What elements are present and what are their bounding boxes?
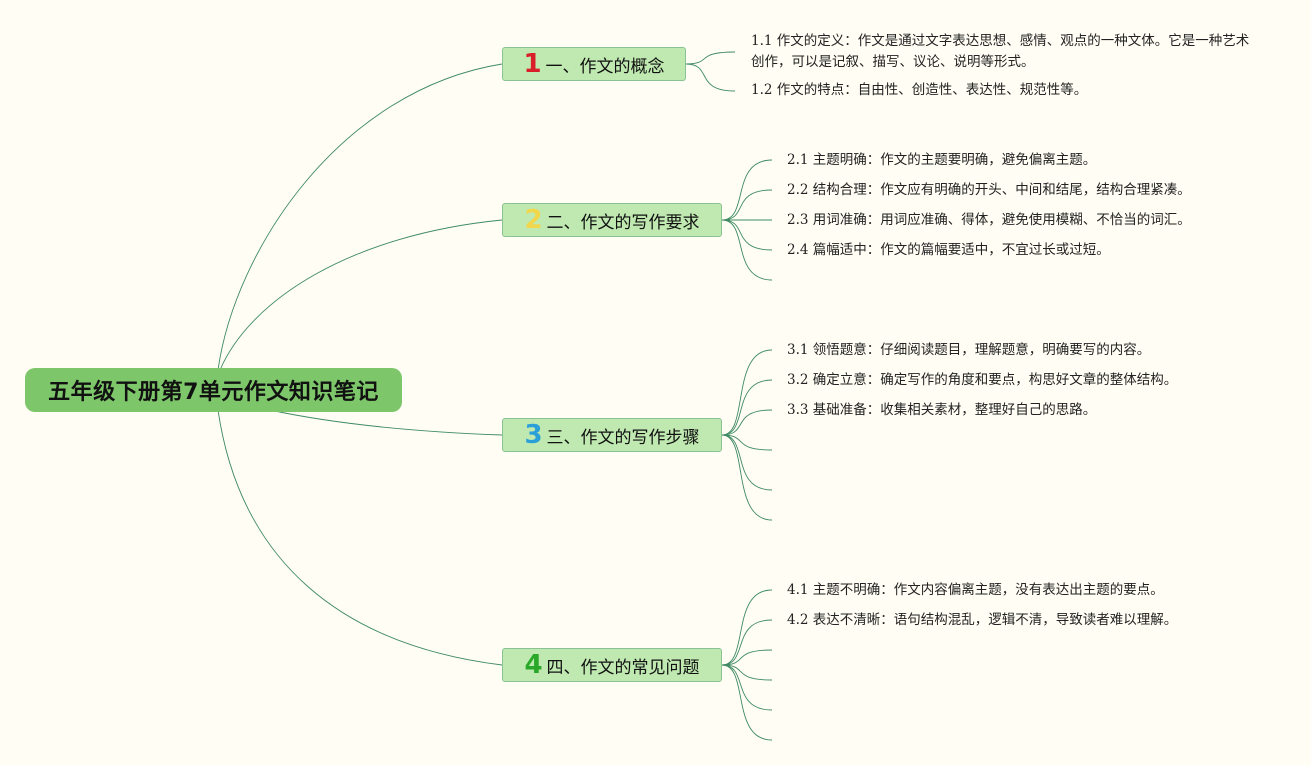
leaf-link-3-2 [721, 379, 773, 436]
leaf-link-3-5 [721, 434, 773, 491]
leaf-2-3[interactable]: 2.3 用词准确：用词应准确、得体，避免使用模糊、不恰当的词汇。 [787, 212, 1191, 228]
number-2-icon: 2 [524, 205, 543, 235]
leaf-2-4[interactable]: 2.4 篇幅适中：作文的篇幅要适中，不宜过长或过短。 [787, 242, 1110, 258]
topic-node-2[interactable]: 2 二、作文的写作要求 [502, 203, 722, 237]
leaf-link-4-2 [721, 619, 773, 666]
leaf-link-2-4 [721, 219, 773, 251]
leaf-2-1[interactable]: 2.1 主题明确：作文的主题要明确，避免偏离主题。 [787, 152, 1097, 168]
leaf-link-1-2 [685, 63, 736, 92]
leaf-link-4-4 [721, 664, 773, 681]
number-1-icon: 1 [523, 49, 542, 79]
leaf-4-1[interactable]: 4.1 主题不明确：作文内容偏离主题，没有表达出主题的要点。 [787, 582, 1164, 598]
leaf-link-3-6 [721, 434, 773, 521]
leaf-link-3-3 [721, 409, 773, 436]
topic-node-4[interactable]: 4 四、作文的常见问题 [502, 648, 722, 682]
topic-title: 一、作文的概念 [545, 56, 665, 77]
leaf-link-4-3 [721, 649, 773, 666]
leaf-link-1-1 [685, 51, 736, 65]
leaf-3-1[interactable]: 3.1 领悟题意：仔细阅读题目，理解题意，明确要写的内容。 [787, 342, 1151, 358]
leaf-1-1[interactable]: 1.1 作文的定义：作文是通过文字表达思想、感情、观点的一种文体。它是一种艺术创… [751, 33, 1250, 70]
topic-node-1[interactable]: 1 一、作文的概念 [502, 47, 686, 81]
number-3-icon: 3 [524, 420, 543, 450]
leaf-link-4-5 [721, 664, 773, 711]
topic-title: 四、作文的常见问题 [546, 657, 700, 678]
topic-title: 二、作文的写作要求 [546, 212, 700, 233]
leaf-1-2[interactable]: 1.2 作文的特点：自由性、创造性、表达性、规范性等。 [751, 82, 1088, 98]
leaf-2-2[interactable]: 2.2 结构合理：作文应有明确的开头、中间和结尾，结构合理紧凑。 [787, 182, 1191, 198]
leaf-link-3-1 [721, 349, 773, 436]
leaf-link-2-5 [721, 219, 773, 281]
leaf-link-2-2 [721, 189, 773, 221]
root-link-4 [217, 409, 503, 666]
topic-title: 三、作文的写作步骤 [546, 427, 700, 448]
leaf-link-2-1 [721, 159, 773, 221]
root-link-1 [217, 63, 503, 371]
topic-node-3[interactable]: 3 三、作文的写作步骤 [502, 418, 722, 452]
leaf-link-4-6 [721, 664, 773, 741]
root-title: 五年级下册第7单元作文知识笔记 [48, 380, 379, 405]
root-link-2 [219, 219, 503, 371]
leaf-3-2[interactable]: 3.2 确定立意：确定写作的角度和要点，构思好文章的整体结构。 [787, 372, 1178, 388]
leaf-4-2[interactable]: 4.2 表达不清晰：语句结构混乱，逻辑不清，导致读者难以理解。 [787, 612, 1178, 628]
leaf-3-3[interactable]: 3.3 基础准备：收集相关素材，整理好自己的思路。 [787, 402, 1097, 418]
root-link-3 [269, 409, 503, 436]
number-4-icon: 4 [524, 650, 543, 680]
leaf-link-4-1 [721, 589, 773, 666]
leaf-link-3-4 [721, 434, 773, 451]
root-node[interactable]: 五年级下册第7单元作文知识笔记 [25, 368, 402, 412]
